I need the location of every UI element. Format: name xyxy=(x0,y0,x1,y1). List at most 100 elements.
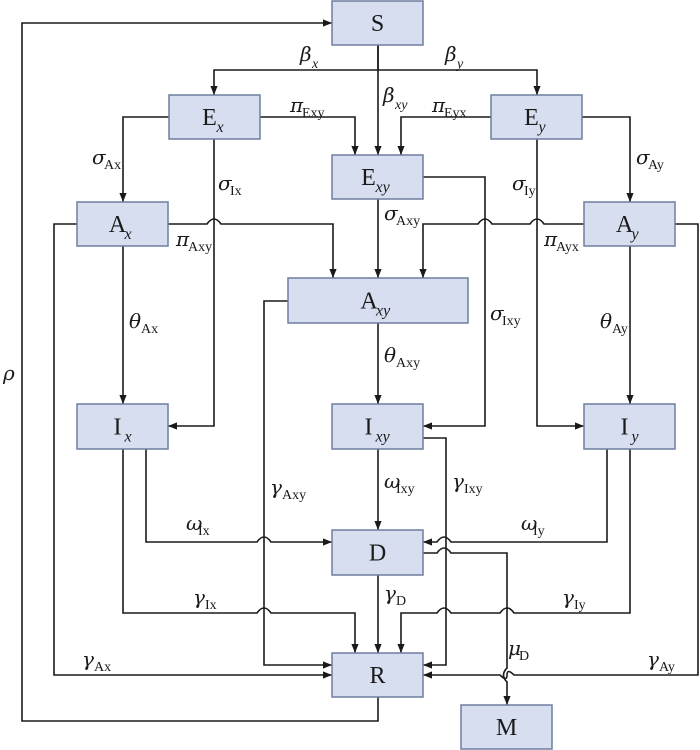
rate-subscript: Ax xyxy=(104,158,121,173)
rate-subscript: Ay xyxy=(648,158,664,173)
node-box xyxy=(287,277,469,324)
rate-symbol: β xyxy=(382,83,395,107)
edge-s-to-ex xyxy=(210,45,379,95)
rate-subscript: Axy xyxy=(396,356,420,371)
rate-subscript: Iy xyxy=(533,524,545,539)
rate-label: ρ xyxy=(2,361,15,385)
node-box xyxy=(460,704,553,750)
node-box xyxy=(583,403,676,450)
node-box xyxy=(331,529,424,576)
rate-symbol: σ xyxy=(384,201,399,225)
rate-symbol: μ xyxy=(508,636,521,660)
rate-subscript: Ix xyxy=(198,524,210,539)
rate-symbol: θ xyxy=(600,309,612,333)
rate-symbol: π xyxy=(175,227,190,251)
node-label: E xyxy=(202,105,217,131)
edges-layer xyxy=(21,19,699,722)
edge-ax-to-r xyxy=(53,223,332,679)
node-box xyxy=(331,403,424,450)
node-label: E xyxy=(524,105,539,131)
rate-subscript: Ax xyxy=(94,660,111,675)
rate-symbol: σ xyxy=(636,145,651,169)
edge-ex-to-ix xyxy=(168,139,215,430)
node-subscript: y xyxy=(537,119,547,136)
node-box xyxy=(168,94,261,140)
node-label: I xyxy=(621,415,629,441)
rate-symbol: γ xyxy=(270,475,282,499)
rate-subscript: Ix xyxy=(230,184,242,199)
node-s: S xyxy=(331,0,424,46)
rate-label: μD xyxy=(508,636,529,664)
rate-subscript: Ax xyxy=(141,322,158,337)
node-box xyxy=(583,201,676,247)
rate-symbol: σ xyxy=(218,171,233,195)
rate-symbol: γ xyxy=(82,647,94,671)
rate-symbol: γ xyxy=(647,647,659,671)
rate-symbol: ρ xyxy=(2,361,15,385)
rate-label: σIx xyxy=(218,171,242,199)
node-label: M xyxy=(496,715,517,741)
node-subscript: x xyxy=(124,429,132,446)
rate-subscript: x xyxy=(311,57,319,72)
edge-ix-to-r xyxy=(122,449,359,653)
rate-label: σIy xyxy=(512,171,536,199)
node-label: I xyxy=(365,415,373,441)
edge-ex-to-ax xyxy=(119,116,169,202)
rate-symbol: β xyxy=(299,42,312,66)
node-box xyxy=(76,403,169,450)
rate-subscript: Ixy xyxy=(464,482,483,497)
rate-label: σAy xyxy=(636,145,664,173)
rate-subscript: Axy xyxy=(282,488,306,503)
node-subscript: xy xyxy=(375,429,391,446)
rate-symbol: θ xyxy=(129,309,141,333)
node-axy: Axy xyxy=(287,277,469,324)
rate-symbol: ω xyxy=(521,511,537,535)
node-box xyxy=(331,154,424,200)
node-subscript: x xyxy=(124,226,132,243)
rate-label: ωIy xyxy=(521,511,545,539)
node-label: E xyxy=(361,165,376,191)
rate-symbol: σ xyxy=(92,145,107,169)
edge-exy-to-ixy xyxy=(423,176,486,430)
rate-subscript: Iy xyxy=(524,184,536,199)
node-box xyxy=(331,652,424,698)
rate-subscript: Ixy xyxy=(396,482,415,497)
edge-ay-to-axy xyxy=(419,218,584,278)
node-subscript: x xyxy=(216,119,224,136)
rate-symbol: π xyxy=(543,227,558,251)
edge-s-to-ey xyxy=(378,69,541,95)
node-box xyxy=(331,0,424,46)
rate-subscript: Ay xyxy=(612,322,628,337)
edge-d-to-m xyxy=(423,547,511,705)
node-box xyxy=(490,94,583,140)
edge-ax-to-axy xyxy=(168,218,337,278)
rate-subscript: Ayx xyxy=(556,240,579,255)
node-label: A xyxy=(109,212,127,238)
edge-ey-to-exy xyxy=(397,116,491,155)
rate-label: ωIx xyxy=(186,511,210,539)
edge-ey-to-ay xyxy=(582,116,634,202)
node-ax: Ax xyxy=(76,201,169,247)
node-r: R xyxy=(331,652,424,698)
